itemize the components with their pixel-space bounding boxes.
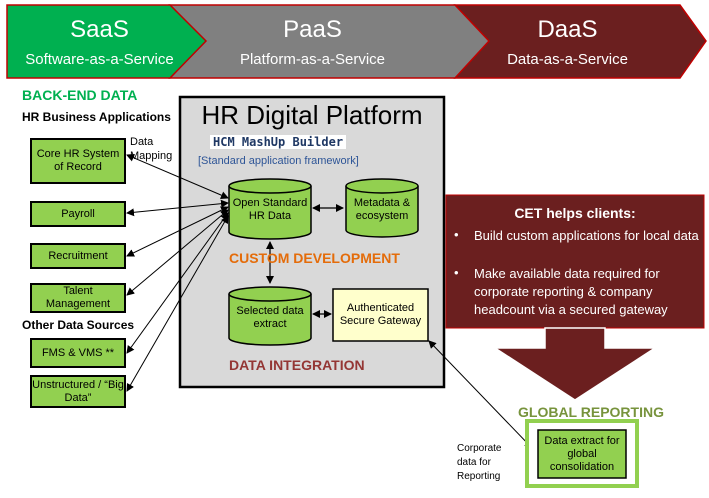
open-data-label: Open Standard HR Data (232, 197, 308, 222)
source-payroll: Payroll (30, 201, 126, 227)
global-heading: GLOBAL REPORTING (518, 404, 664, 420)
paas-title: PaaS (283, 16, 342, 43)
cet-bullet-1: • (454, 227, 459, 242)
cet-item-1: Build custom applications for local data (474, 228, 699, 243)
corporate-note: Corporate data for Reporting (457, 443, 502, 482)
cet-item-2: Make available data required for corpora… (474, 266, 668, 317)
platform-title: HR Digital Platform (201, 100, 423, 130)
global-box-label: Data extract for global consolidation (544, 434, 620, 473)
daas-title: DaaS (537, 16, 598, 43)
gateway-box (332, 288, 429, 342)
source-big-data: Unstructured / “Big Data” (30, 375, 126, 408)
cet-bullet-2: • (454, 265, 459, 280)
builder-logo: HCM MashUp Builder (210, 135, 347, 149)
global-inner-box (537, 429, 627, 479)
data-mapping-label: Data Mapping (130, 136, 173, 162)
source-core-hr: Core HR System of Record (30, 138, 126, 184)
source-fms-vms: FMS & VMS ** (30, 338, 126, 368)
selected-extract-cylinder (228, 286, 312, 346)
metadata-cylinder (345, 178, 419, 238)
cet-box (445, 194, 705, 329)
source-talent: Talent Management (30, 283, 126, 313)
selected-extract-label: Selected data extract (236, 305, 304, 330)
saas-subtitle: Software-as-a-Service (25, 51, 174, 68)
framework-label: [Standard application framework] (198, 155, 359, 167)
saas-title: SaaS (70, 16, 129, 43)
data-integration-label: DATA INTEGRATION (229, 357, 365, 373)
backend-heading: BACK-END DATA (22, 87, 138, 103)
cet-heading: CET helps clients: (514, 205, 636, 221)
source-recruitment: Recruitment (30, 243, 126, 269)
metadata-label: Metadata & ecosystem (353, 197, 411, 222)
open-data-cylinder (228, 178, 312, 240)
custom-dev-label: CUSTOM DEVELOPMENT (229, 250, 400, 266)
hr-apps-heading: HR Business Applications (22, 110, 171, 124)
other-sources-heading: Other Data Sources (22, 318, 135, 332)
daas-subtitle: Data-as-a-Service (507, 51, 628, 68)
paas-subtitle: Platform-as-a-Service (239, 51, 386, 68)
cet-down-arrow (492, 327, 658, 401)
saas-chevron (6, 4, 208, 79)
gateway-label: Authenticated Secure Gateway (339, 302, 422, 327)
